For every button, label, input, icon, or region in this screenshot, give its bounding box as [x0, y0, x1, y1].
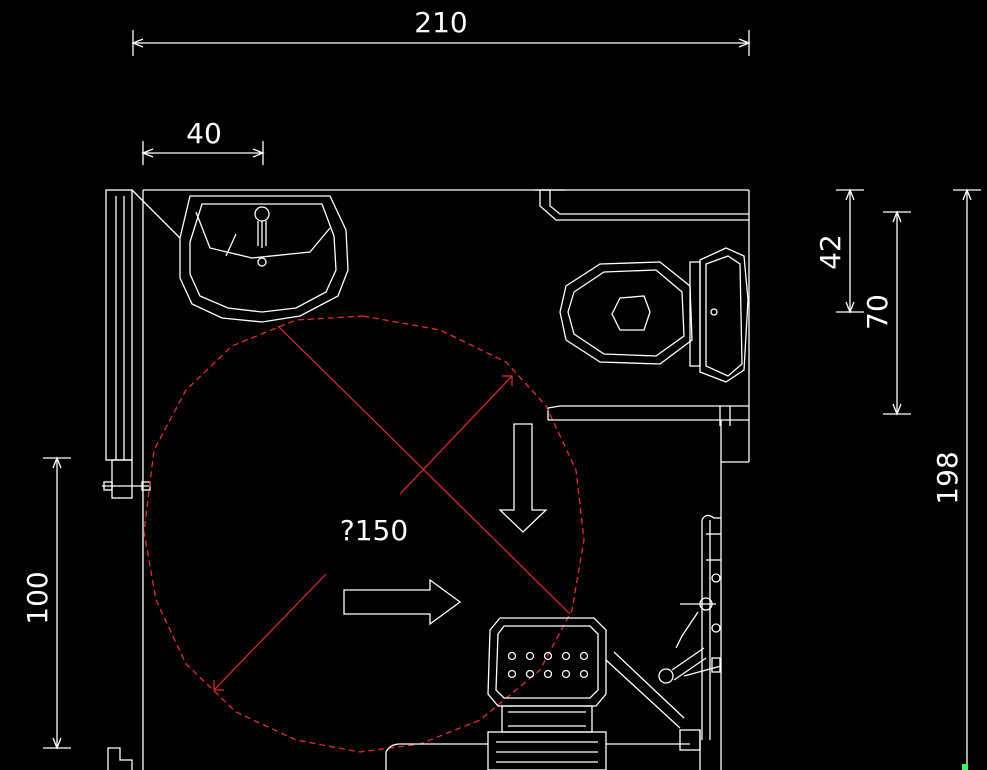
dimension-toilet-offset: 42 — [814, 188, 864, 314]
dimension-door-width: 100 — [21, 456, 71, 750]
dimension-label-100: 100 — [21, 571, 54, 624]
arrow-right-icon — [343, 578, 462, 626]
dimension-label-42: 42 — [814, 234, 847, 270]
toilet-icon — [559, 247, 749, 383]
room-walls — [142, 189, 750, 770]
dimension-label-40: 40 — [186, 117, 222, 150]
turning-circle: ?150 — [143, 315, 585, 753]
dimension-total-width: 210 — [131, 6, 751, 56]
dimension-label-70: 70 — [861, 294, 894, 330]
sink-icon — [179, 195, 349, 323]
dimension-label-210: 210 — [414, 6, 467, 39]
corner-marker — [962, 764, 968, 770]
grab-bar-top — [534, 189, 749, 221]
dimension-label-198: 198 — [931, 451, 964, 504]
dimension-toilet-depth: 70 — [861, 210, 911, 416]
grab-bar-mid — [547, 405, 749, 426]
shower-fixtures — [385, 514, 722, 770]
turning-circle-label: ?150 — [340, 514, 408, 547]
door-frame — [102, 189, 181, 770]
arrow-down-icon — [498, 423, 548, 533]
dimension-total-depth: 198 — [931, 188, 981, 770]
seat-holes — [507, 651, 589, 679]
shower-seat-icon — [487, 617, 685, 770]
dimension-sink-width: 40 — [141, 117, 265, 165]
